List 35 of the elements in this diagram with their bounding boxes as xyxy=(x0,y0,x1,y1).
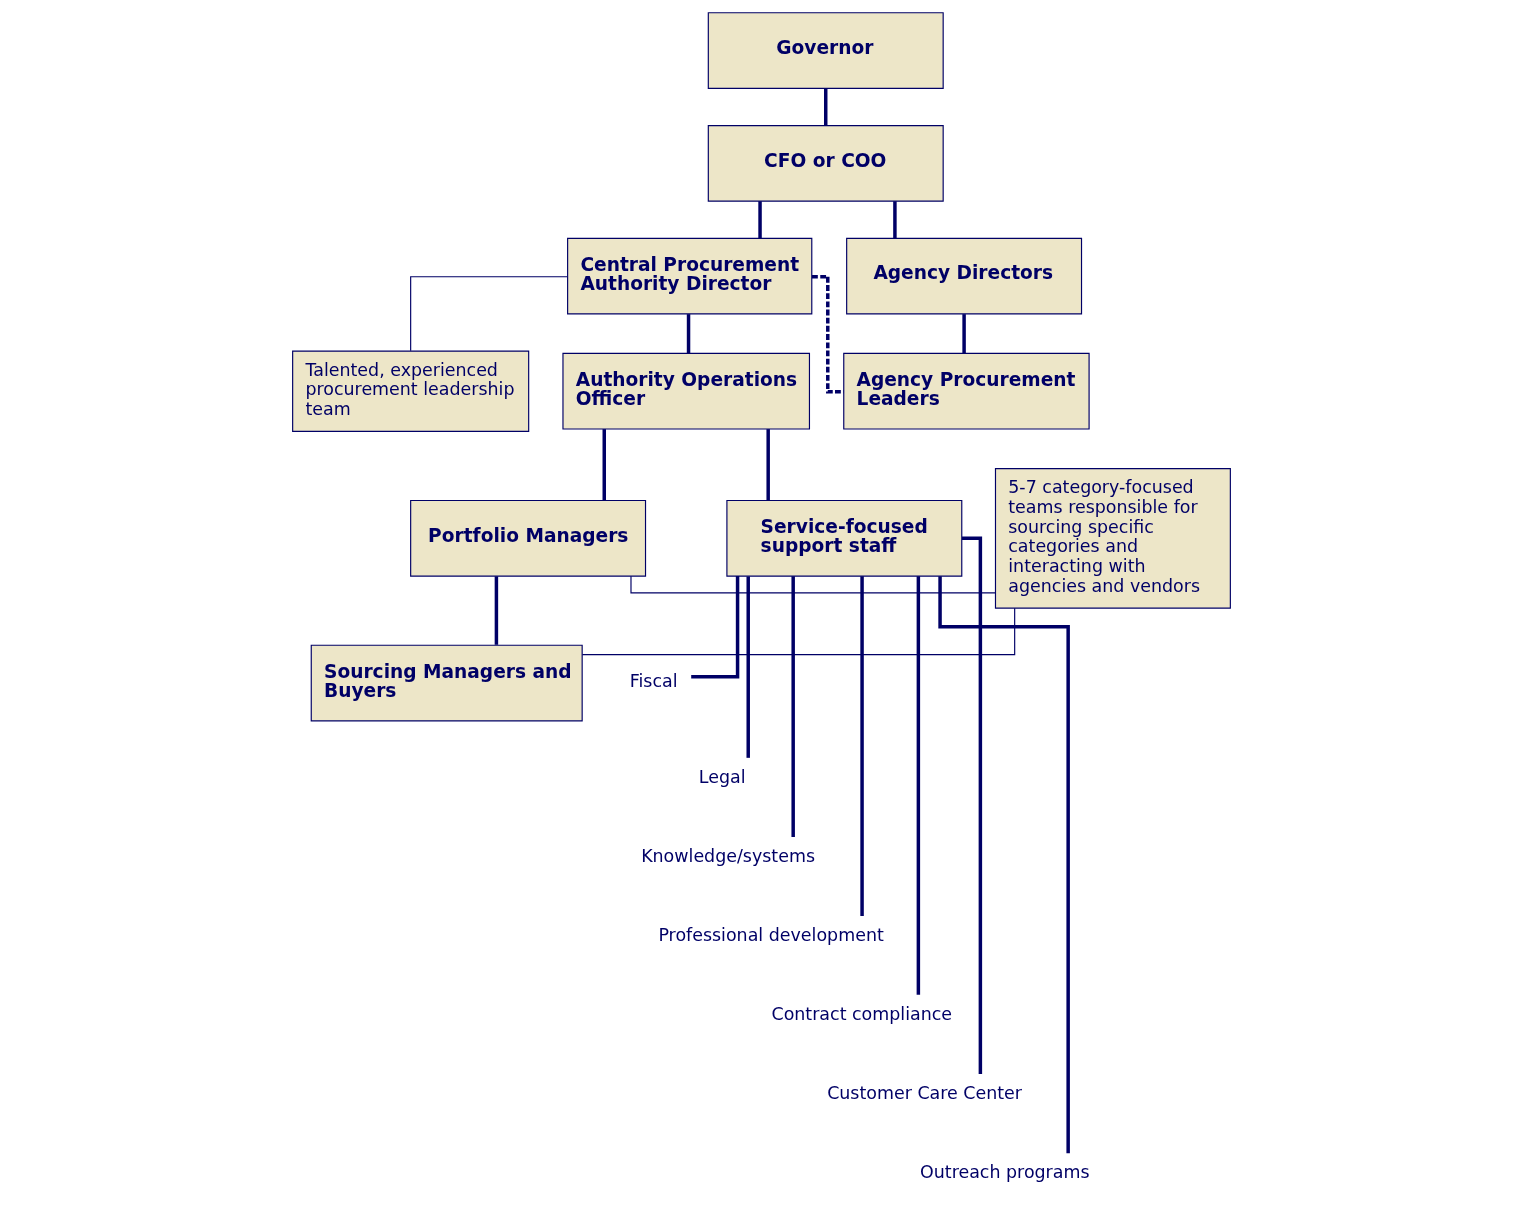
connector xyxy=(581,607,1016,656)
node-text: Customer Care Center xyxy=(827,1083,1022,1104)
node-box: Authority Operations Officer xyxy=(562,352,811,430)
connector xyxy=(824,88,828,126)
node-box: Service-focused support staff xyxy=(726,499,963,577)
connector xyxy=(893,201,897,239)
node-box: 5-7 category-focused teams responsible for sourcing specific categories and interacting with agencies and vendors xyxy=(994,467,1231,609)
node-text: Contract compliance xyxy=(771,1004,953,1025)
node-box: Portfolio Managers xyxy=(410,499,647,577)
connector xyxy=(758,201,762,239)
node-box: Agency Directors xyxy=(846,237,1083,315)
connector xyxy=(602,429,606,501)
connector xyxy=(962,536,983,1075)
connector xyxy=(691,576,740,679)
node-box: Governor xyxy=(707,12,944,89)
connector xyxy=(938,576,1070,1154)
connector xyxy=(686,314,691,354)
connector xyxy=(791,576,795,837)
connector xyxy=(962,314,966,354)
node-box: Sourcing Managers and Buyers xyxy=(310,644,583,722)
connector xyxy=(766,429,770,501)
node-text: Knowledge/systems xyxy=(641,846,815,867)
node-text: Fiscal xyxy=(629,671,678,692)
node-box: Talented, experienced procurement leadership team xyxy=(292,350,530,432)
connector xyxy=(746,576,750,758)
connector xyxy=(916,576,921,995)
node-text: Legal xyxy=(698,767,746,788)
connector xyxy=(494,576,499,645)
node-text: Professional development xyxy=(658,925,884,946)
node-text: Outreach programs xyxy=(920,1162,1090,1183)
connector xyxy=(860,576,864,917)
node-box: Agency Procurement Leaders xyxy=(843,352,1090,430)
node-box: CFO or COO xyxy=(707,125,944,202)
connector xyxy=(410,276,568,352)
node-box: Central Procurement Authority Director xyxy=(567,237,813,315)
